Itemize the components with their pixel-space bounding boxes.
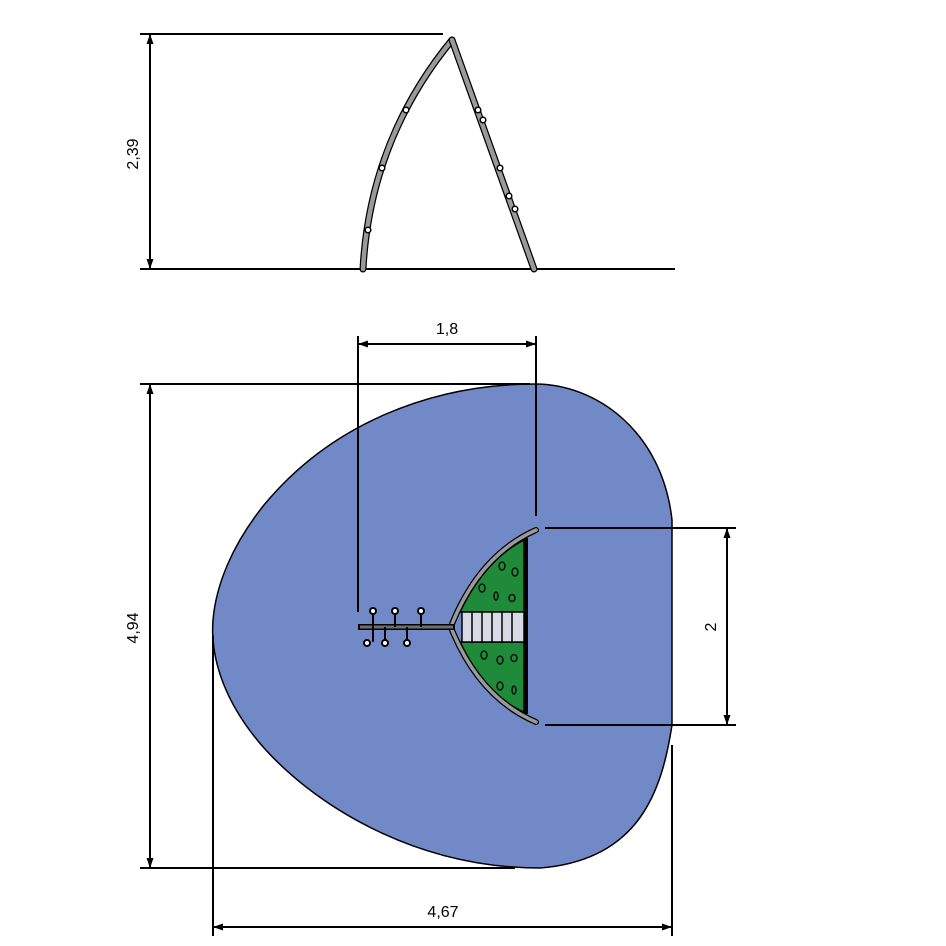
frame-arc-lower-fill [450,628,538,724]
frame-arc-upper-fill [450,528,538,626]
climbing-holds-side [364,106,519,234]
height-dimension-label: 2,39 [125,138,142,169]
width-dimension-label: 4,67 [427,904,458,921]
plan-view: 1,8 4,94 4,67 2 [125,321,736,936]
depth-dimension-label: 4,94 [125,612,142,643]
panel-dimension-label: 2 [703,622,720,631]
curved-frame-post-fill [360,37,455,272]
side-elevation-view: 2,39 [125,33,675,273]
bar-handles [363,607,425,647]
curved-frame-post [359,36,456,273]
ladder-section [461,611,525,643]
post-spacing-dimension-label: 1,8 [436,321,458,338]
straight-frame-post-fill [449,37,537,272]
climbing-holds-plan [478,561,519,695]
